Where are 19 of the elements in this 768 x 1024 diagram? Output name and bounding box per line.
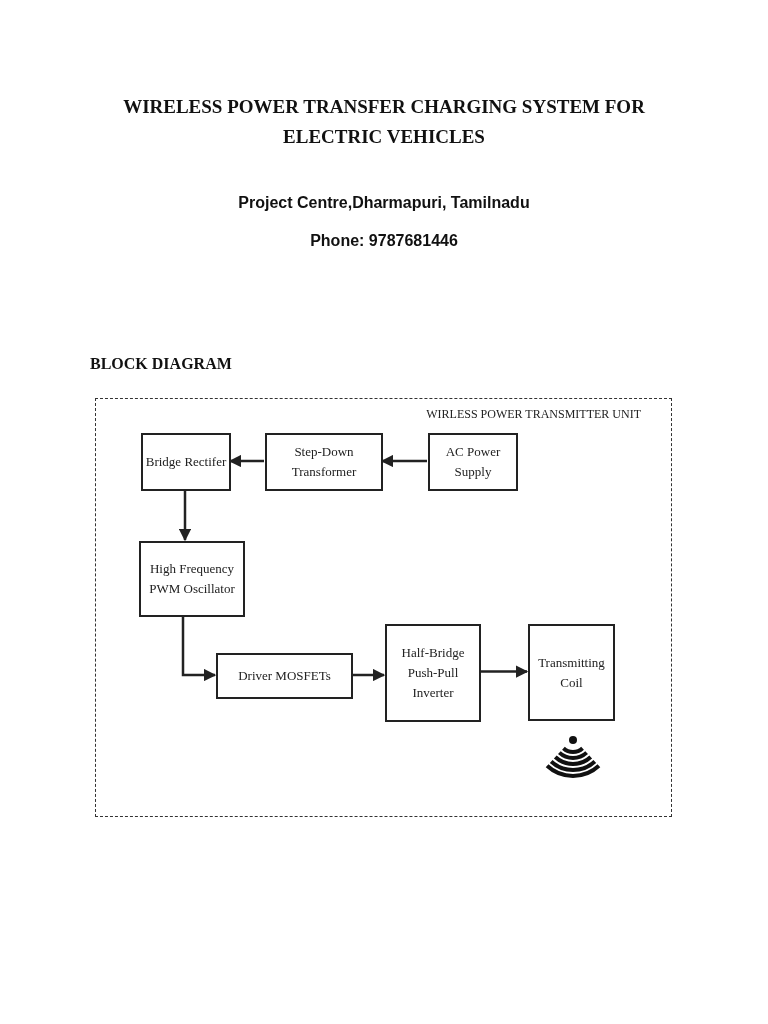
dashed-group-border bbox=[95, 398, 672, 817]
arrow bbox=[352, 668, 386, 682]
group-label: WIRLESS POWER TRANSMITTER UNIT bbox=[426, 407, 641, 422]
process-box: High Frequency PWM Oscillator bbox=[139, 541, 245, 617]
section-heading: BLOCK DIAGRAM bbox=[90, 355, 232, 373]
title: WIRELESS POWER TRANSFER CHARGING SYSTEM FOR ELECTRIC VEHICLES bbox=[122, 95, 646, 149]
arrow bbox=[178, 490, 192, 542]
process-box: Driver MOSFETs bbox=[216, 653, 353, 699]
process-box: Transmitting Coil bbox=[528, 624, 615, 721]
arrow bbox=[480, 665, 529, 678]
arrow bbox=[380, 454, 427, 468]
process-box: Half-Bridge Push-Pull Inverter bbox=[385, 624, 481, 722]
process-box: Bridge Rectifer bbox=[141, 433, 231, 491]
arrow bbox=[181, 616, 217, 682]
arrow bbox=[228, 454, 264, 468]
subtitle: Phone: 9787681446 bbox=[309, 232, 459, 250]
subtitle: Project Centre,Dharmapuri, Tamilnadu bbox=[237, 194, 531, 212]
process-box: Step-Down Transformer bbox=[265, 433, 383, 491]
process-box: AC Power Supply bbox=[428, 433, 518, 491]
